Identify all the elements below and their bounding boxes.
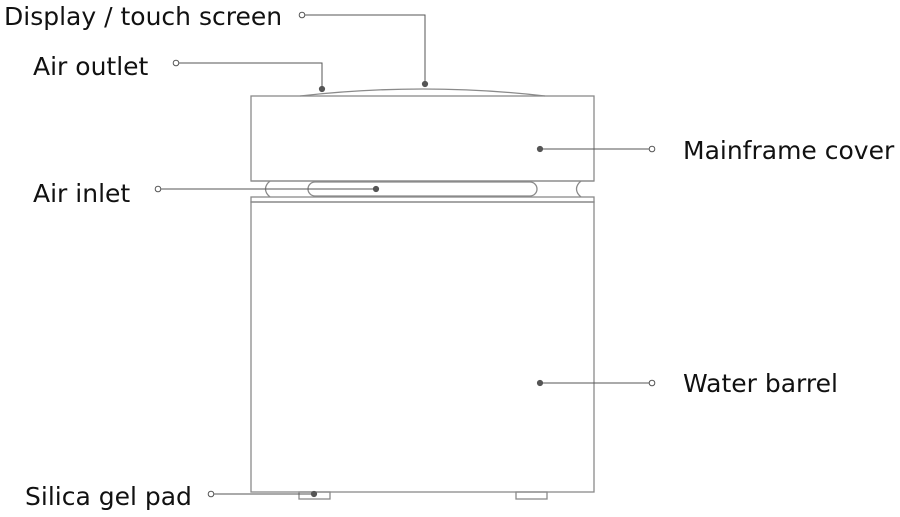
display-dome (299, 88, 546, 97)
leader-air-outlet (176, 62, 323, 89)
label-display-touch-screen: Display / touch screen (4, 2, 282, 31)
leader-display (302, 14, 426, 84)
air-inlet-right-post (575, 180, 582, 198)
labels: Display / touch screen Air outlet Mainfr… (4, 2, 895, 511)
water-barrel-rim (250, 196, 595, 203)
leader-lines (154, 11, 656, 498)
label-water-barrel: Water barrel (683, 369, 838, 398)
water-barrel-body (250, 201, 595, 493)
silica-gel-pad-right (515, 491, 548, 500)
label-air-inlet: Air inlet (33, 179, 130, 208)
mainframe-cover-body (250, 95, 595, 182)
label-mainframe-cover: Mainframe cover (683, 136, 895, 165)
label-silica-gel-pad: Silica gel pad (25, 482, 192, 511)
label-air-outlet: Air outlet (33, 52, 149, 81)
